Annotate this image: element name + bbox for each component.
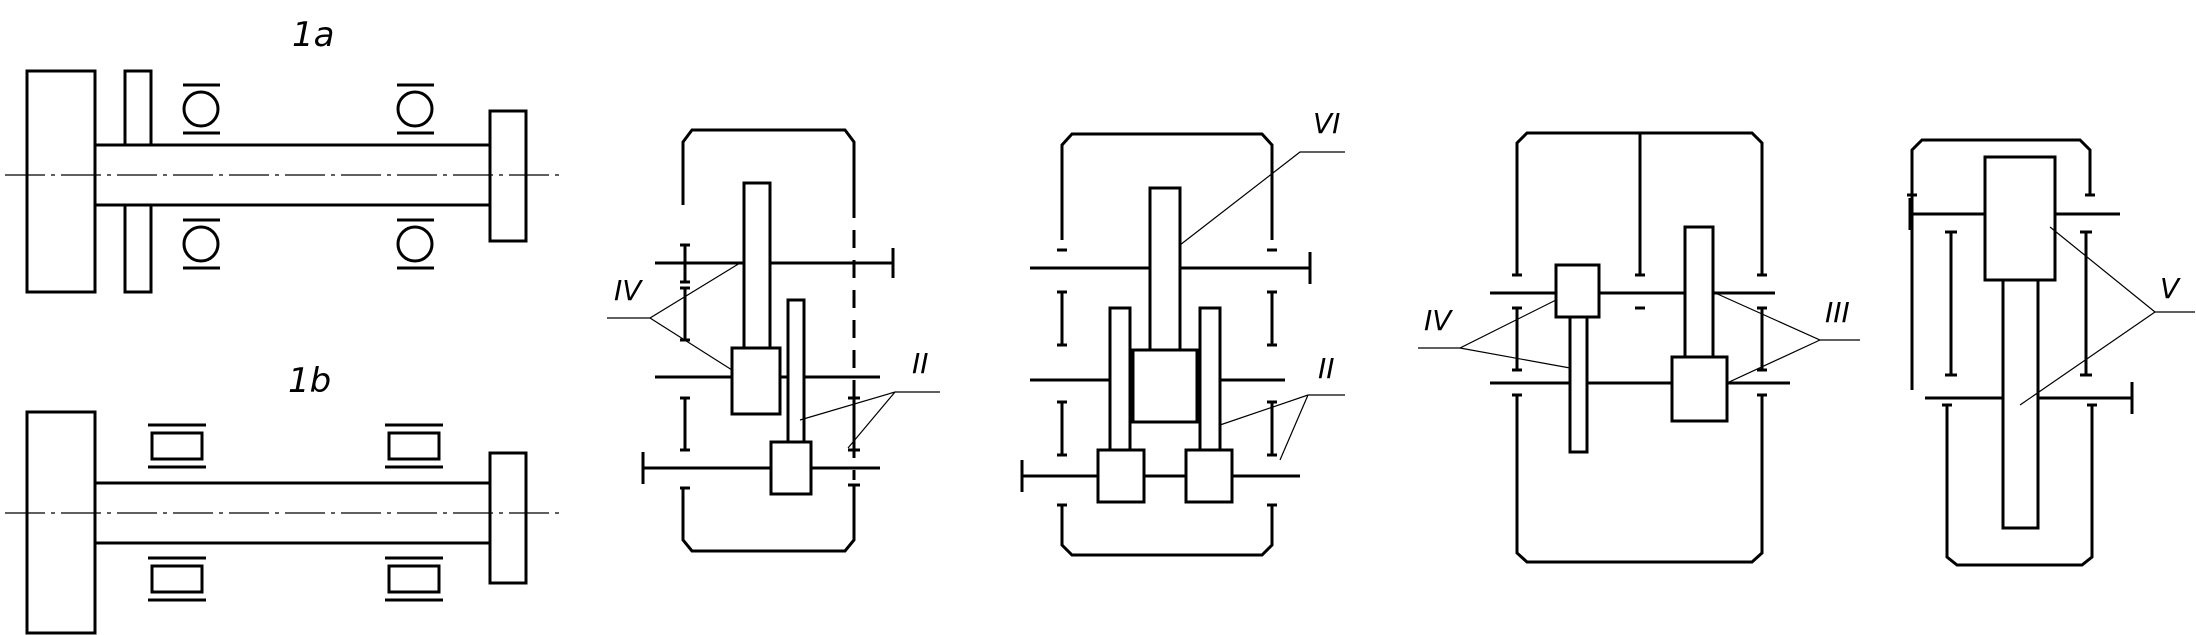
gearbox-3: IV III [1418, 131, 1860, 564]
gearbox-2-leader-vi [1179, 151, 1345, 246]
gearbox-1-leader-ii-a [799, 391, 940, 421]
shaft-1a-diagram: 1a [5, 15, 560, 294]
gearbox-2: VI II [1020, 107, 1345, 557]
shaft-1a-end-flange [488, 109, 528, 243]
gearbox-2-right-gear [1198, 306, 1222, 452]
gearbox-3-leader-iii-b [1726, 339, 1821, 384]
gearbox-1-gear-d [769, 440, 813, 496]
gearbox-1-label-iv: IV [614, 274, 643, 307]
gearbox-3-leader-iv-b [1459, 347, 1571, 369]
gearbox-2-center-gear [1148, 186, 1182, 352]
gearbox-3-left-gear [1568, 315, 1589, 454]
gearbox-4-pinion [1983, 155, 2057, 282]
gearbox-4-label-v: V [2160, 272, 2181, 305]
gearbox-2-bearings [1057, 248, 1277, 507]
gearbox-2-left-gear [1108, 306, 1132, 452]
gearbox-4-housing-bottom [1945, 405, 2094, 567]
gearbox-3-bearings [1512, 273, 1767, 397]
gearbox-3-right-gear [1683, 225, 1715, 359]
shaft-1a-bearing-bottom-right [396, 218, 434, 270]
shaft-1b-label: 1b [288, 361, 331, 401]
gearbox-1-gear-a [742, 181, 772, 350]
gearbox-4-leader-v-b [2019, 311, 2156, 406]
gearbox-1: IV II [607, 128, 940, 553]
gearbox-2-center-hub [1131, 348, 1199, 424]
shaft-1b-diagram: 1b [5, 361, 560, 635]
shaft-1a-label: 1a [292, 15, 334, 55]
shaft-1b-bearing-top-left [148, 423, 206, 469]
gearbox-3-housing-bottom [1515, 395, 1764, 564]
shaft-1b-flange [25, 410, 97, 635]
gearbox-1-leader-ii-b [847, 391, 896, 449]
shaft-1b-bearing-top-right [385, 423, 443, 469]
gearbox-2-label-vi: VI [1313, 107, 1340, 140]
gearbox-3-left-pinion [1554, 263, 1601, 319]
gearbox-1-gear-b [730, 346, 782, 416]
gearbox-1-bearings [680, 243, 860, 490]
gearbox-1-gear-c [786, 298, 806, 444]
gearbox-1-housing-top [681, 128, 856, 205]
gearbox-2-housing-bottom [1060, 505, 1274, 557]
gearbox-4-bearings [1907, 193, 2097, 407]
gearbox-1-housing-bottom [681, 485, 856, 553]
gearbox-3-label-iii: III [1825, 296, 1850, 329]
shaft-1a-flange [25, 69, 97, 294]
gearbox-2-right-pinion [1184, 448, 1234, 504]
shaft-1a-bearing-bottom-left [182, 218, 220, 270]
shaft-1b-end-flange [488, 451, 528, 585]
gearbox-1-label-ii: II [912, 347, 929, 380]
gearbox-2-housing-top [1060, 132, 1274, 240]
gearbox-4-housing-top [1910, 138, 2092, 195]
gearbox-3-label-iv: IV [1424, 304, 1453, 337]
gearbox-2-leader-ii-b [1279, 394, 1309, 461]
gearbox-2-left-pinion [1096, 448, 1146, 504]
shaft-1b-bearing-bottom-left [148, 556, 206, 602]
shaft-1b-bearing-bottom-right [385, 556, 443, 602]
gearbox-4: V [1907, 138, 2195, 567]
shaft-1a-bearing-top-left [182, 83, 220, 135]
shaft-1a-bearing-top-right [396, 83, 434, 135]
gearbox-2-leader-ii-a [1219, 394, 1345, 426]
gearbox-1-leader-iv-b [649, 317, 733, 371]
gearbox-3-right-pinion [1670, 355, 1729, 423]
gearbox-2-label-ii: II [1318, 352, 1335, 385]
